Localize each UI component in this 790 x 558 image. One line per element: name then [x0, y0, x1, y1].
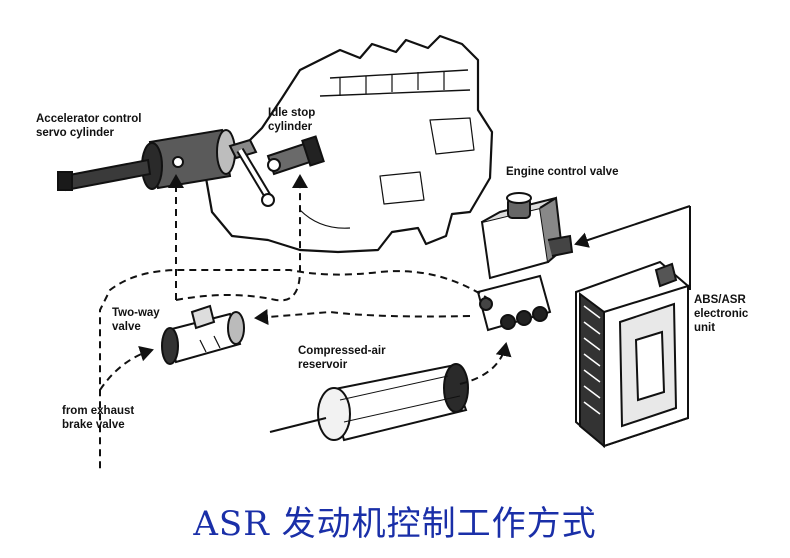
label-two-way-valve: Two-way valve [112, 307, 160, 333]
pneumatic-and-signal-lines [99, 174, 691, 470]
idle-stop-cylinder [266, 135, 325, 176]
label-engine-control-valve: Engine control valve [506, 166, 619, 178]
two-way-valve [161, 304, 245, 365]
label-exhaust-brake-valve: from exhaust brake valve [62, 405, 135, 431]
engine-control-valve [476, 192, 574, 332]
engine-block [204, 34, 494, 254]
label-idle-stop-cylinder: Idle stop cylinder [268, 107, 316, 133]
label-accelerator-servo: Accelerator control servo cylinder [36, 113, 142, 139]
compressed-air-reservoir [317, 363, 469, 442]
label-abs-asr-unit: ABS/ASR electronic unit [694, 294, 749, 334]
diagram-caption: ASR 发动机控制工作方式 [193, 504, 597, 544]
label-compressed-air-reservoir: Compressed-air reservoir [298, 345, 386, 371]
accelerator-servo-cylinder [57, 128, 275, 207]
abs-asr-electronic-unit [575, 260, 689, 449]
